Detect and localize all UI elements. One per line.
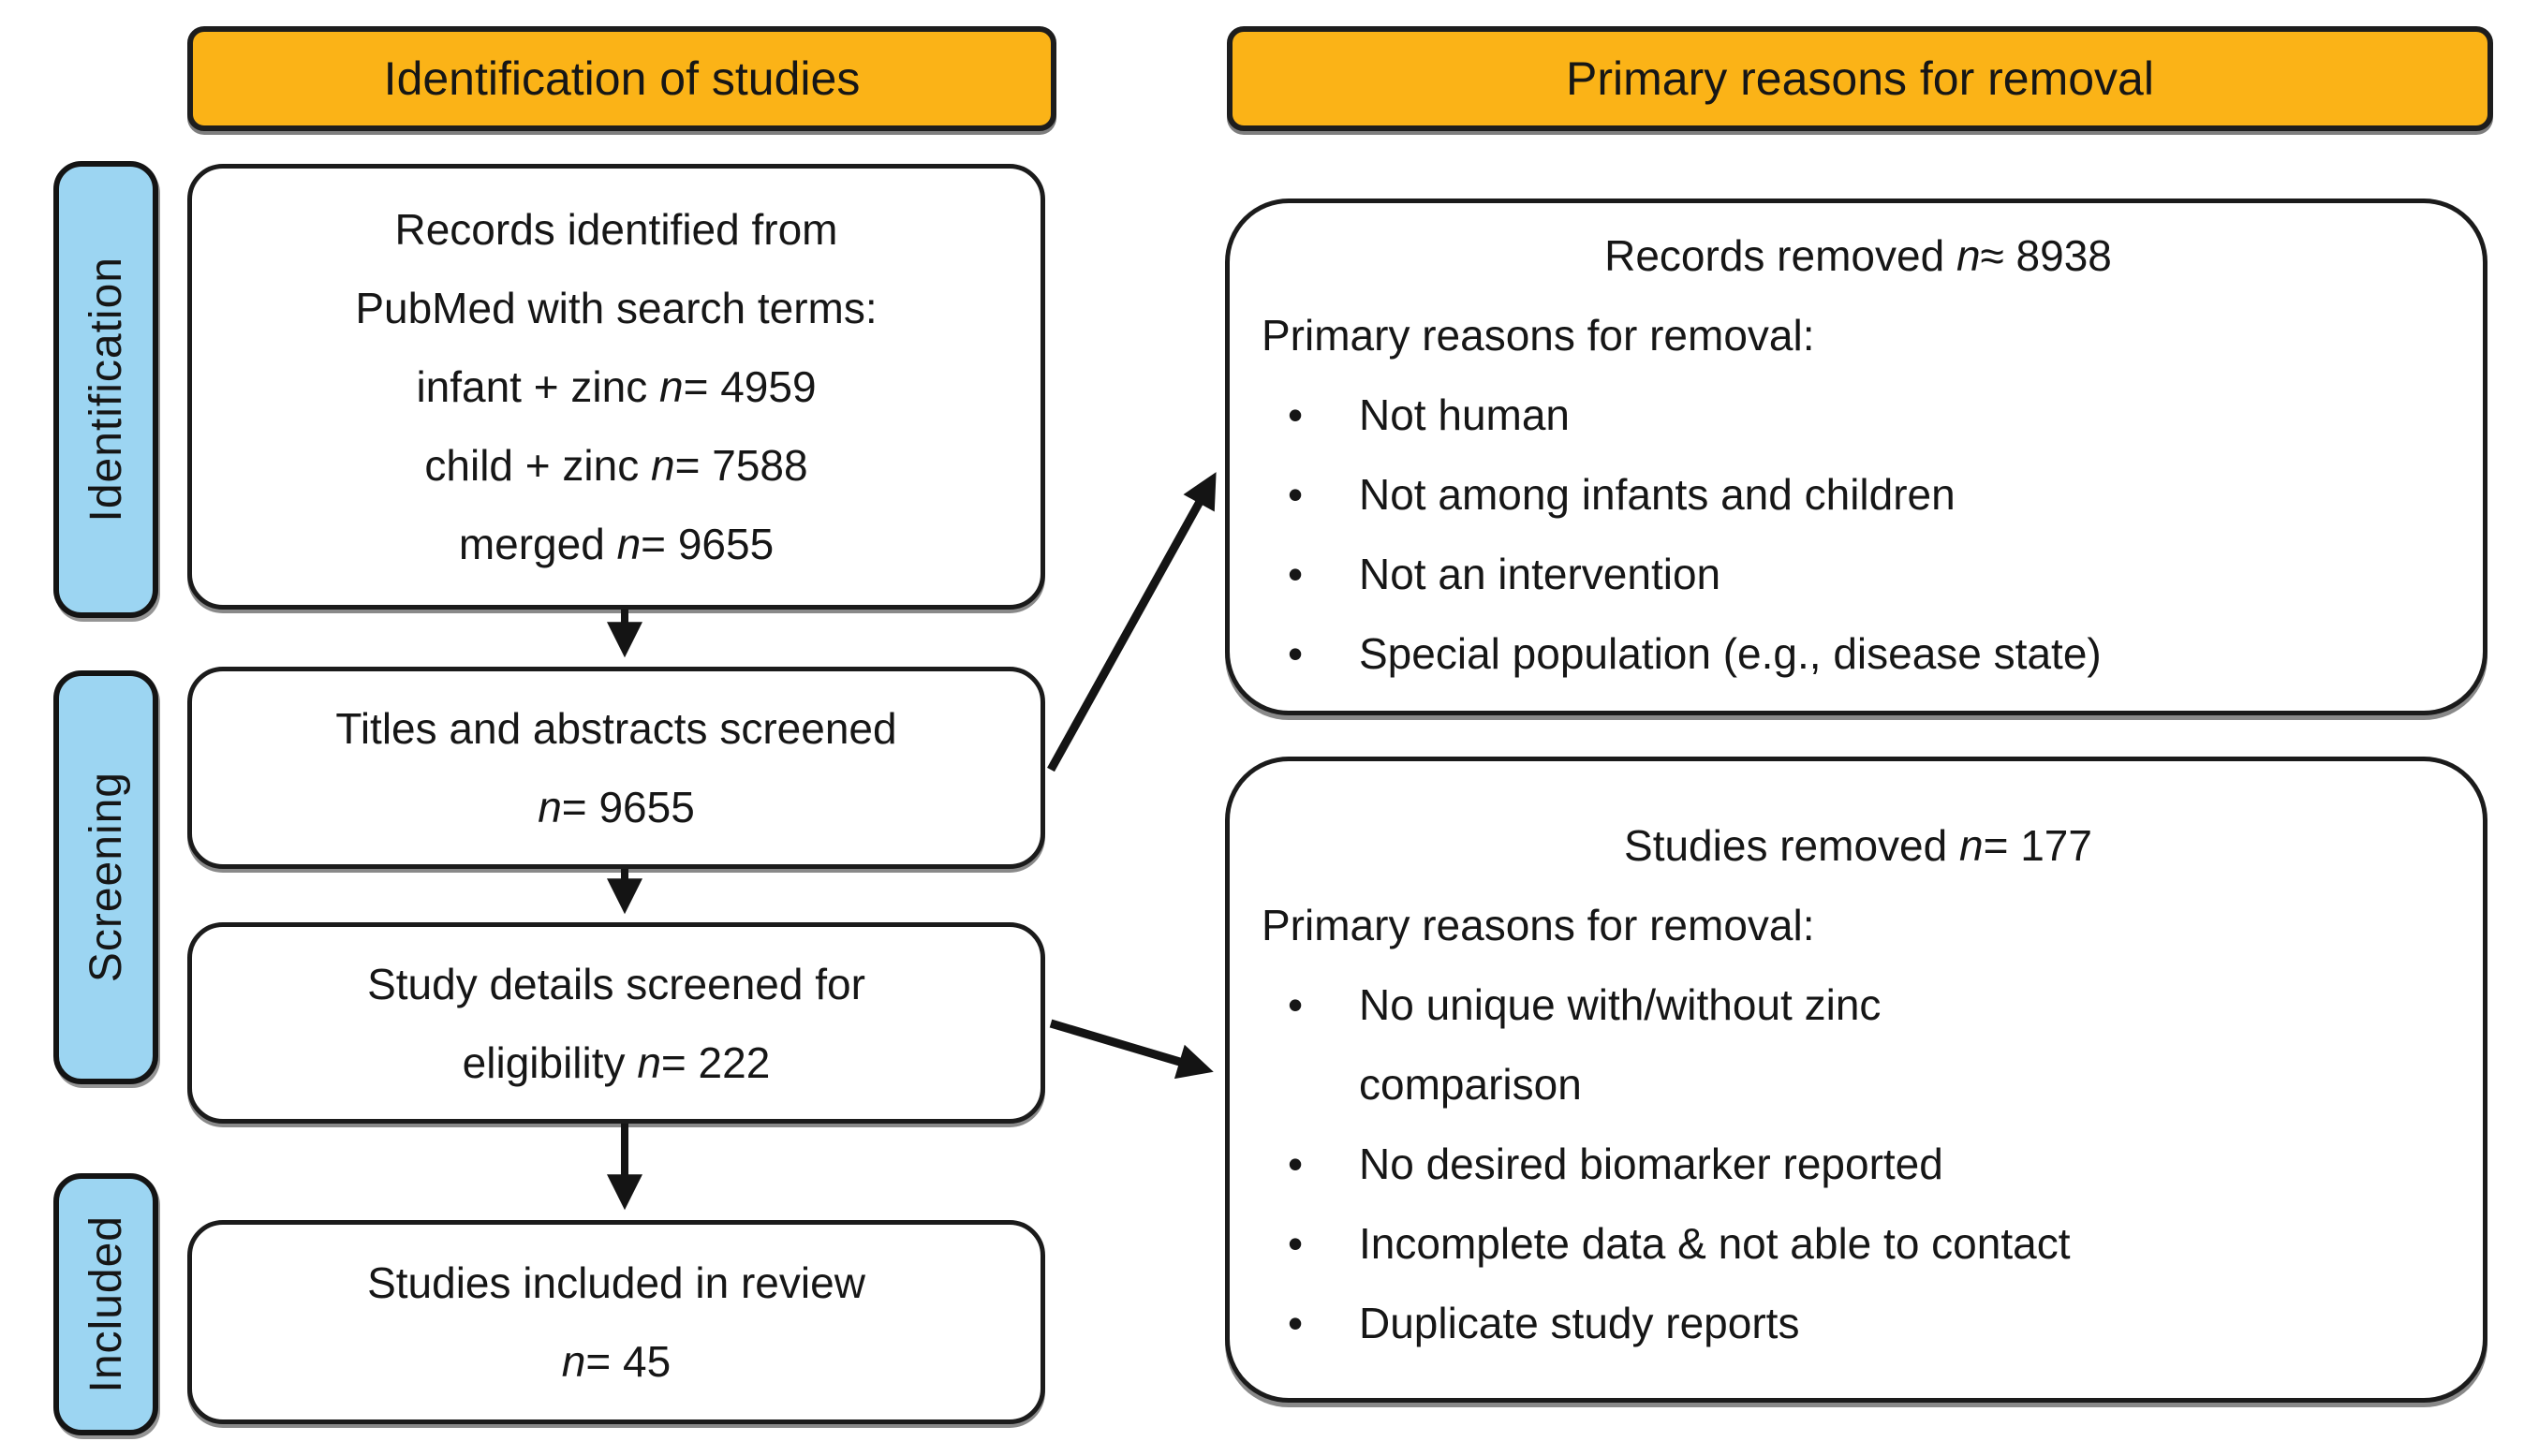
flow-box-line: n= 45	[561, 1337, 672, 1386]
flow-box-line: child + zinc n= 7588	[424, 441, 808, 490]
bullet-item: No desired biomarker reported	[1262, 1125, 2455, 1204]
bullet-item: No unique with/without zinc comparison	[1262, 965, 2455, 1125]
header-identification-of-studies: Identification of studies	[187, 26, 1056, 131]
arrow-details-to-studies-removed	[1049, 1019, 1214, 1080]
flow-box-line: Studies included in review	[367, 1258, 865, 1307]
removal-box-title: Records removed n≈ 8938	[1604, 231, 2112, 280]
flow-box-line: Records identified from	[394, 205, 838, 254]
header-left-label: Identification of studies	[383, 52, 861, 105]
removal-box-records-removed: Records removed n≈ 8938 Primary reasons …	[1225, 199, 2487, 715]
flow-box-study-details-screened: Study details screened for eligibility n…	[187, 922, 1045, 1124]
flow-box-line: eligibility n= 222	[462, 1037, 771, 1087]
flow-box-line: merged n= 9655	[458, 520, 775, 568]
bullet-item: Special population (e.g., disease state)	[1262, 614, 2455, 694]
removal-reasons-list: No unique with/without zinc comparison N…	[1262, 965, 2455, 1363]
removal-box-studies-removed: Studies removed n= 177 Primary reasons f…	[1225, 757, 2487, 1403]
header-right-label: Primary reasons for removal	[1566, 52, 2154, 105]
arrow-titles-to-records-removed	[1047, 472, 1217, 772]
removal-box-subtitle: Primary reasons for removal:	[1262, 311, 1815, 360]
flow-box-line: Study details screened for	[367, 959, 865, 1008]
flow-box-records-identified: Records identified from PubMed with sear…	[187, 164, 1045, 610]
stage-identification: Identification	[53, 161, 158, 618]
flow-box-line: PubMed with search terms:	[355, 284, 878, 332]
flow-box-line: n= 9655	[538, 783, 695, 831]
removal-box-subtitle: Primary reasons for removal:	[1262, 901, 1815, 949]
flow-box-line: Titles and abstracts screened	[335, 704, 897, 753]
bullet-item: Incomplete data & not able to contact	[1262, 1204, 2455, 1284]
flow-box-titles-abstracts-screened: Titles and abstracts screened n= 9655	[187, 667, 1045, 869]
bullet-item: Duplicate study reports	[1262, 1284, 2455, 1363]
removal-box-title: Studies removed n= 177	[1624, 821, 2092, 870]
flow-box-line: infant + zinc n= 4959	[416, 362, 817, 411]
bullet-item: Not an intervention	[1262, 535, 2455, 614]
header-primary-reasons-for-removal: Primary reasons for removal	[1227, 26, 2493, 131]
bullet-item: Not among infants and children	[1262, 455, 2455, 535]
removal-reasons-list: Not human Not among infants and children…	[1262, 375, 2455, 694]
flow-box-studies-included: Studies included in review n= 45	[187, 1220, 1045, 1424]
stage-screening: Screening	[53, 670, 158, 1084]
bullet-item: Not human	[1262, 375, 2455, 455]
stage-included: Included	[53, 1173, 158, 1435]
